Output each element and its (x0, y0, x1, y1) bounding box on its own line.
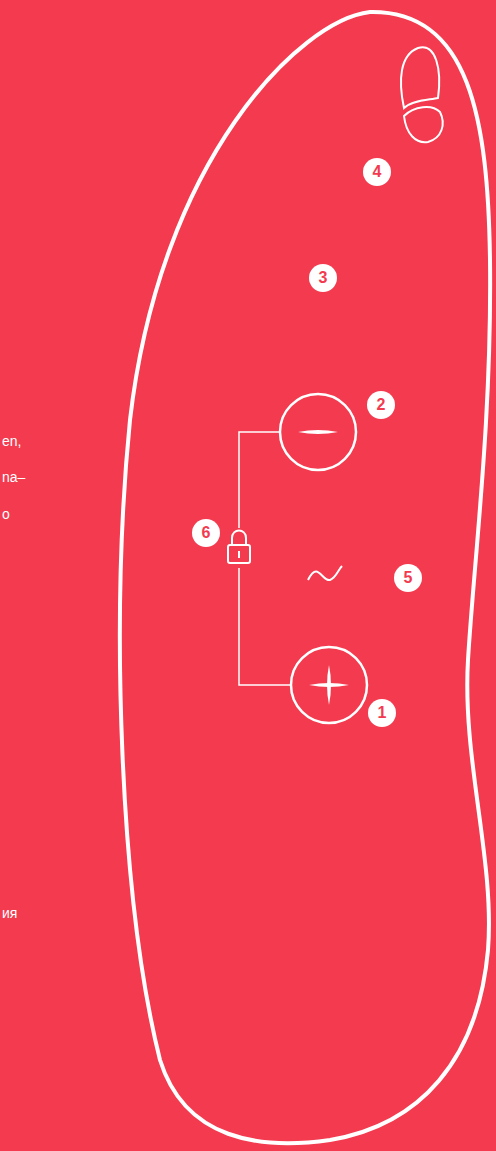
lock-bracket (239, 432, 280, 528)
callout-number: 6 (192, 519, 220, 547)
logo-symbol (401, 47, 443, 142)
callout-number: 4 (363, 158, 391, 186)
minus-button (280, 394, 356, 470)
wave-symbol (308, 566, 342, 580)
callout-number: 5 (394, 564, 422, 592)
plus-button (291, 647, 367, 723)
lock-icon (228, 531, 250, 564)
callout-number: 2 (367, 391, 395, 419)
text-fragment: na– (2, 469, 25, 485)
callout-number: 3 (309, 264, 337, 292)
device-outline (120, 12, 490, 1143)
text-fragment: ия (2, 905, 17, 921)
lock-bracket (239, 568, 291, 685)
callout-number: 1 (368, 699, 396, 727)
text-fragment: o (2, 506, 10, 522)
text-fragment: en, (2, 433, 21, 449)
